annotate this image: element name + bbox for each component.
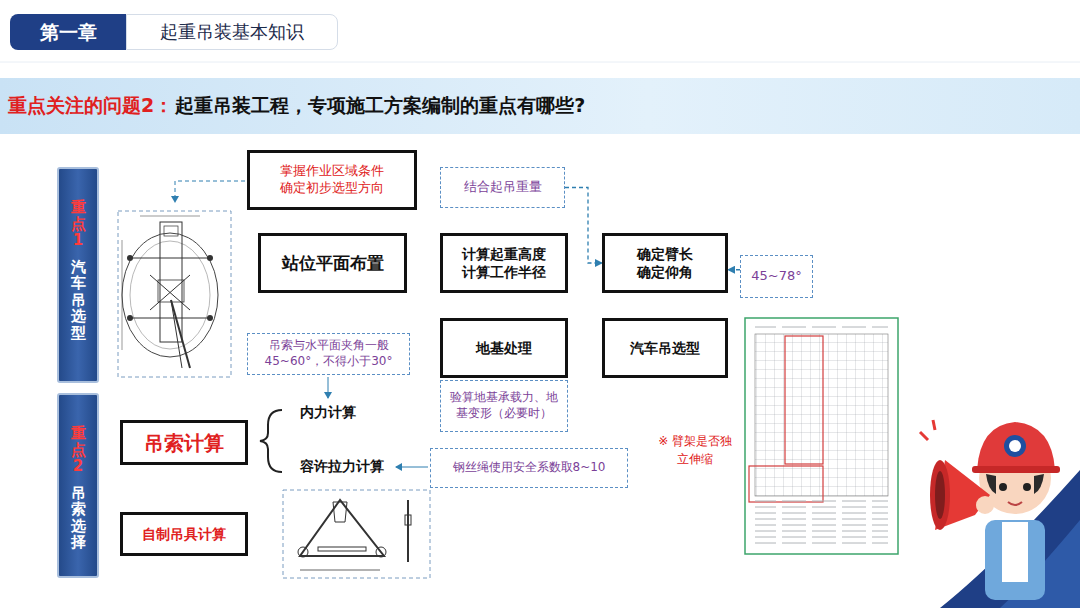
rule xyxy=(0,62,1080,63)
section-band: 重点1 汽车吊选型 xyxy=(57,167,99,383)
process-box: 计算起重高度 计算工作半径 xyxy=(440,233,568,293)
node-text: 重点1 xyxy=(71,199,86,249)
node-text: 汽车吊选型 xyxy=(71,259,86,342)
node-text: 结合起吊重量 xyxy=(464,179,542,196)
node-text: 地基处理 xyxy=(476,339,532,357)
mascot xyxy=(920,420,1080,608)
item-label: 内力计算 xyxy=(300,404,356,422)
process-box: 地基处理 xyxy=(440,318,568,378)
note-box: 钢丝绳使用安全系数取8~10 xyxy=(430,448,628,488)
node-text: 自制吊具计算 xyxy=(142,525,226,543)
node-text: 确定臂长 确定仰角 xyxy=(634,245,696,281)
process-box: 汽车吊选型 xyxy=(602,318,728,378)
connector xyxy=(565,188,602,264)
note-box: 验算地基承载力、地基变形（必要时） xyxy=(440,380,568,432)
leader-line xyxy=(175,181,245,202)
node-text: 钢丝绳使用安全系数取8~10 xyxy=(453,460,606,476)
node-text: 验算地基承载力、地基变形（必要时） xyxy=(447,390,561,421)
load-table xyxy=(745,318,898,554)
note-box: 45~78° xyxy=(740,255,813,298)
brace xyxy=(260,410,282,472)
process-box: 确定臂长 确定仰角 xyxy=(602,233,728,293)
page-title: 起重吊装工程，专项施工方案编制的重点有哪些? xyxy=(175,93,585,119)
chapter-tab: 第一章 xyxy=(10,14,126,50)
leader-line xyxy=(328,377,329,398)
node-text: 45~78° xyxy=(751,268,801,285)
note-box: 吊索与水平面夹角一般45~60°，不得小于30° xyxy=(247,333,410,375)
node-text: 重点2 xyxy=(71,425,86,475)
note-box: 结合起吊重量 xyxy=(440,167,565,208)
node-text: 吊索选择 xyxy=(71,485,86,551)
process-box: 掌握作业区域条件 确定初步选型方向 xyxy=(247,150,417,210)
node-text: 第一章 xyxy=(40,20,97,45)
section-band: 重点2 吊索选择 xyxy=(57,393,99,578)
process-box: 站位平面布置 xyxy=(258,233,407,293)
process-box: 自制吊具计算 xyxy=(120,512,248,556)
node-text: 吊索计算 xyxy=(144,430,224,456)
connector xyxy=(728,269,740,270)
node-text: 汽车吊选型 xyxy=(630,339,700,357)
node-text: 起重吊装基本知识 xyxy=(160,20,304,43)
leader-line xyxy=(396,467,428,468)
node-text: 计算起重高度 计算工作半径 xyxy=(459,245,549,281)
node-text: 站位平面布置 xyxy=(282,252,384,274)
node-text: 吊索与水平面夹角一般45~60°，不得小于30° xyxy=(254,338,403,369)
node-text: 掌握作业区域条件 确定初步选型方向 xyxy=(277,163,386,197)
crane-plan-drawing xyxy=(118,211,231,377)
process-box: 吊索计算 xyxy=(120,420,248,465)
spreader-drawing xyxy=(283,490,430,578)
chapter-name: 起重吊装基本知识 xyxy=(126,14,338,50)
note-label: ※ 臂架是否独立伸缩 xyxy=(658,432,732,468)
item-label: 容许拉力计算 xyxy=(300,458,384,476)
question-label: 重点关注的问题2： xyxy=(8,93,173,119)
